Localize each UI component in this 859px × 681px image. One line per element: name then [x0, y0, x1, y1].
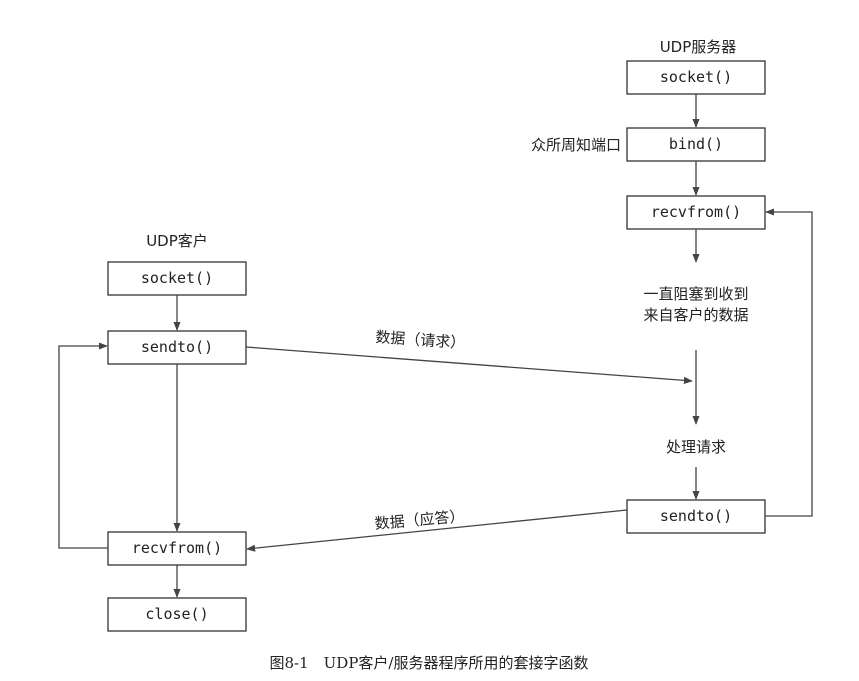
client-sendto-box: sendto() [107, 330, 247, 365]
arrow-request [245, 346, 693, 384]
process-note: 处理请求 [666, 438, 726, 456]
server-sendto-box: sendto() [626, 499, 766, 534]
server-sendto-label: sendto() [660, 507, 732, 525]
arrow-server-loop-back [765, 208, 813, 517]
client-recvfrom-label: recvfrom() [132, 539, 222, 557]
reply-label: 数据（应答） [374, 507, 465, 533]
client-socket-label: socket() [141, 269, 213, 287]
client-recvfrom-box: recvfrom() [107, 531, 247, 566]
bind-note: 众所周知端口 [531, 136, 621, 154]
client-sendto-label: sendto() [141, 338, 213, 356]
client-socket-box: socket() [107, 261, 247, 296]
server-socket-box: socket() [626, 60, 766, 95]
client-close-label: close() [145, 605, 208, 623]
figure-caption: 图8-1 UDP客户/服务器程序所用的套接字函数 [270, 654, 589, 672]
arrow-client-loop-back [58, 342, 108, 549]
block-note-line2: 来自客户的数据 [643, 306, 748, 324]
arrow-reply [246, 509, 628, 552]
client-title: UDP客户 [146, 232, 208, 250]
block-note-line1: 一直阻塞到收到 [643, 285, 748, 303]
server-recvfrom-box: recvfrom() [626, 195, 766, 230]
server-socket-label: socket() [660, 68, 732, 86]
client-close-box: close() [107, 597, 247, 632]
server-bind-label: bind() [669, 135, 723, 153]
server-bind-box: bind() [626, 127, 766, 162]
server-title: UDP服务器 [660, 38, 737, 56]
server-recvfrom-label: recvfrom() [651, 203, 741, 221]
request-label: 数据（请求） [375, 328, 466, 352]
